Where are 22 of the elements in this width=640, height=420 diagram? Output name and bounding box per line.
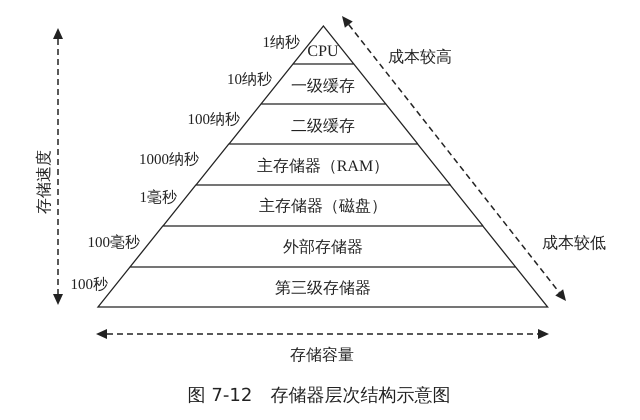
time-label: 100秒	[70, 278, 108, 292]
pyramid-layer	[161, 183, 485, 228]
layer-label: 第三级存储器	[274, 281, 371, 297]
pyramid-layer	[226, 102, 420, 146]
layer-label: 主存储器（磁盘）	[259, 199, 387, 215]
layer-label: 主存储器（RAM）	[256, 159, 390, 175]
figure-caption: 图 7-12 存储器层次结构示意图	[188, 387, 450, 405]
cost-label: 成本较低	[542, 235, 606, 251]
time-label: 1000纳秒	[139, 152, 199, 168]
layer-label: 外部存储器	[282, 240, 363, 256]
time-label: 1毫秒	[140, 190, 177, 206]
time-label: 100毫秒	[88, 236, 140, 250]
time-label: 100纳秒	[188, 112, 240, 128]
axis-label: 存储速度	[37, 150, 53, 214]
layer-label: 一级缓存	[290, 79, 355, 95]
pyramid-layer	[258, 62, 388, 106]
layer-label: 二级缓存	[290, 119, 355, 135]
time-label: 10纳秒	[227, 72, 272, 88]
time-label: 1纳秒	[262, 36, 300, 50]
axis-label: 存储容量	[290, 347, 354, 363]
cost-label: 成本较高	[388, 49, 452, 65]
layer-label: CPU	[307, 44, 339, 60]
